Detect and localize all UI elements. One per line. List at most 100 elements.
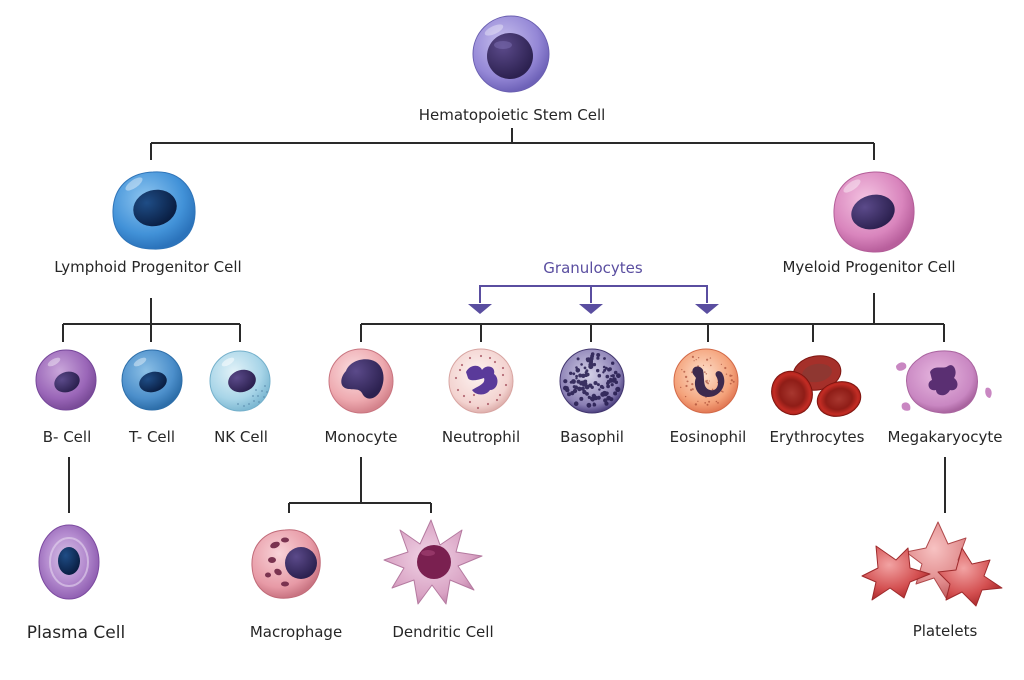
granule — [708, 400, 711, 403]
granule — [579, 396, 584, 401]
node-eosinophil: Eosinophil — [670, 348, 747, 446]
granule — [694, 403, 698, 406]
granule — [731, 375, 733, 377]
arrow-to-neutrophil — [468, 304, 492, 314]
granulocytes-bracket — [479, 285, 708, 303]
granule — [593, 397, 597, 400]
granule — [724, 366, 727, 370]
granule — [686, 380, 689, 383]
granule — [706, 358, 709, 361]
granule — [615, 386, 621, 392]
edge-lymphoid-to-lymphocytes — [62, 298, 241, 342]
neutrophil-label: Neutrophil — [442, 428, 520, 446]
granule — [681, 369, 683, 371]
granule — [684, 375, 688, 379]
node-macrophage: Macrophage — [250, 529, 342, 641]
granule — [730, 379, 733, 382]
erythrocytes-icon — [771, 355, 862, 417]
granule — [580, 363, 583, 366]
granule — [683, 370, 686, 373]
granule — [720, 363, 723, 365]
granule — [612, 380, 616, 383]
granule — [576, 357, 580, 361]
granule — [571, 379, 576, 384]
granule — [693, 360, 695, 362]
granule — [706, 379, 708, 382]
granule — [704, 402, 707, 404]
granule — [573, 401, 579, 407]
connector-lines — [62, 128, 946, 513]
t-cell-icon — [121, 349, 183, 411]
monocyte-icon — [328, 348, 394, 414]
edge-myeloid-to-myeloid-cells — [360, 293, 945, 342]
granule — [729, 382, 732, 385]
node-monocyte: Monocyte — [324, 348, 398, 446]
node-stem-cell: Hematopoietic Stem Cell — [419, 15, 605, 124]
node-dendritic-cell: Dendritic Cell — [383, 519, 494, 641]
granule — [717, 402, 719, 404]
node-myeloid-progenitor: Myeloid Progenitor Cell — [782, 171, 956, 276]
granule — [600, 391, 606, 397]
granule — [616, 373, 621, 379]
basophil-label: Basophil — [560, 428, 624, 446]
granule — [581, 373, 586, 378]
granule — [592, 362, 597, 367]
granule — [583, 366, 587, 370]
granule — [604, 366, 608, 370]
t-cell-label: T- Cell — [128, 428, 175, 446]
granule — [711, 388, 714, 391]
granule — [589, 358, 593, 363]
nk-cell-icon — [209, 350, 271, 412]
node-lymphoid-progenitor: Lymphoid Progenitor Cell — [54, 171, 242, 276]
megakaryocyte-icon — [896, 350, 992, 414]
granule — [565, 387, 570, 393]
plasma-cell-label: Plasma Cell — [27, 623, 125, 643]
granule — [601, 386, 605, 389]
granule — [685, 384, 688, 388]
eosinophil-icon — [673, 348, 739, 414]
granule — [577, 386, 582, 392]
granule — [567, 392, 571, 397]
macrophage-icon — [251, 529, 321, 599]
granule — [610, 383, 614, 387]
monocyte-label: Monocyte — [324, 428, 397, 446]
granule — [578, 373, 583, 378]
neutrophil-icon — [448, 348, 514, 414]
granule — [585, 392, 589, 396]
granule — [705, 373, 708, 375]
granule — [596, 383, 600, 387]
granule — [725, 373, 728, 375]
granule — [606, 395, 612, 401]
granule — [702, 364, 705, 366]
node-nk-cell: NK Cell — [209, 350, 271, 446]
platelets-label: Platelets — [913, 622, 978, 640]
edge-stem-to-progenitors — [150, 128, 875, 160]
node-b-cell: B- Cell — [35, 349, 97, 446]
plasma-cell-icon — [38, 524, 100, 600]
granule — [575, 377, 578, 380]
dendritic-cell-icon — [383, 519, 483, 605]
granule — [593, 381, 598, 385]
granule — [596, 368, 600, 373]
node-basophil: Basophil — [559, 348, 625, 446]
arrow-to-basophil — [579, 304, 603, 314]
granule — [715, 400, 718, 403]
granule — [691, 383, 694, 386]
platelets-icon — [861, 521, 1003, 607]
granule — [586, 402, 592, 408]
granule — [684, 395, 687, 398]
b-cell-label: B- Cell — [43, 428, 92, 446]
node-plasma-cell: Plasma Cell — [27, 524, 125, 643]
granule — [575, 366, 578, 369]
edge-monocyte-to-macrophage-dendritic — [288, 457, 432, 513]
stem-cell-icon — [472, 15, 550, 93]
granule — [572, 372, 576, 376]
node-t-cell: T- Cell — [121, 349, 183, 446]
granule — [572, 388, 578, 394]
granule — [703, 371, 706, 373]
granule — [582, 381, 588, 387]
lymphoid-progenitor-label: Lymphoid Progenitor Cell — [54, 258, 241, 276]
granule — [613, 370, 618, 375]
eosinophil-label: Eosinophil — [670, 428, 747, 446]
